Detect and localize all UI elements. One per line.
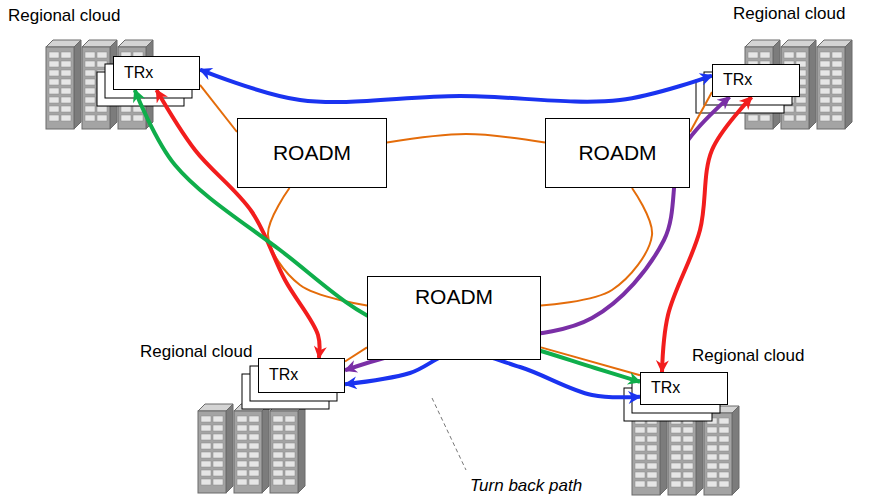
- server-illustration: [198, 404, 305, 493]
- transceiver-box: TRx: [113, 56, 200, 90]
- leader-line: [432, 398, 466, 470]
- node-text: ROADM: [273, 141, 351, 165]
- site-label: Regional cloud: [733, 4, 845, 24]
- fiber-link: [268, 188, 367, 305]
- node-text: TRx: [269, 366, 298, 384]
- roadm-box: ROADM: [237, 118, 387, 188]
- node-text: ROADM: [578, 141, 656, 165]
- roadm-box: ROADM: [545, 118, 690, 188]
- roadm-box: ROADM: [367, 276, 541, 360]
- fiber-link: [345, 347, 367, 361]
- transceiver-box: TRx: [640, 372, 728, 405]
- transceiver-stack: [97, 64, 792, 421]
- annotation-text: Turn back path: [470, 476, 582, 496]
- lightpath-arrow: [345, 97, 730, 370]
- fiber-link: [541, 347, 640, 375]
- node-text: TRx: [124, 64, 153, 82]
- transceiver-box: TRx: [712, 64, 800, 97]
- node-text: TRx: [651, 379, 680, 397]
- fiber-link: [200, 85, 237, 132]
- transceiver-box: TRx: [258, 358, 345, 393]
- node-text: ROADM: [415, 285, 493, 309]
- site-label: Regional cloud: [692, 346, 804, 366]
- site-label: Regional cloud: [8, 6, 120, 26]
- site-label: Regional cloud: [140, 342, 252, 362]
- node-text: TRx: [723, 71, 752, 89]
- fiber-link: [387, 134, 545, 143]
- fiber-link: [541, 188, 652, 305]
- connector-group: [135, 70, 752, 398]
- lightpath-arrow: [200, 70, 712, 102]
